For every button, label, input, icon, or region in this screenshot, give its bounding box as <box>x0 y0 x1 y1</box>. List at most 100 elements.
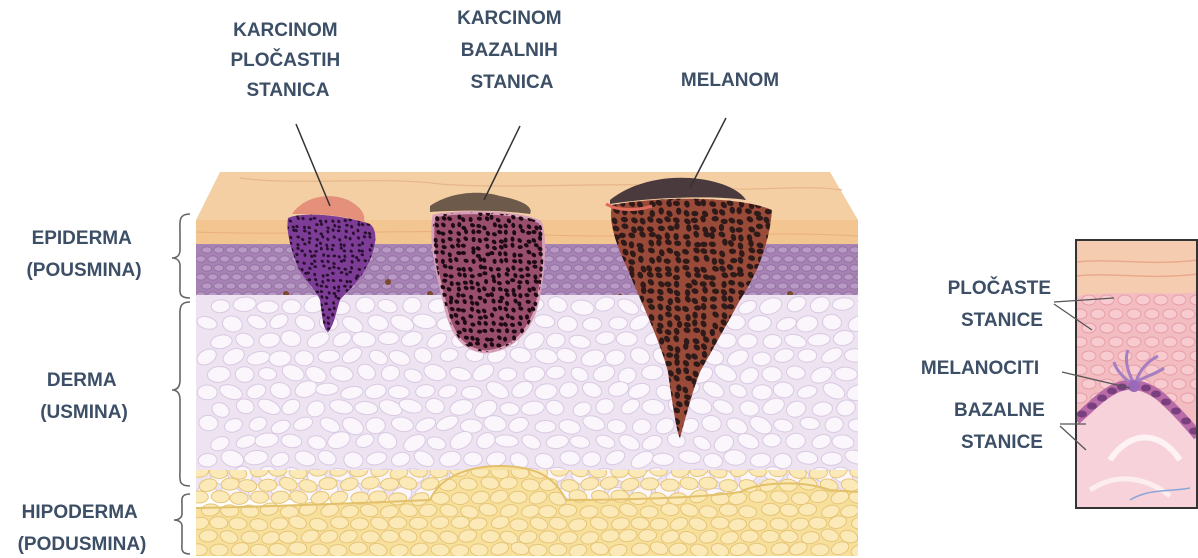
dermis-cell <box>762 433 781 447</box>
epidermis-cell <box>604 274 614 280</box>
inset-squamous-cell <box>1091 337 1105 347</box>
label-epidermis: EPIDERMA (POUSMINA) <box>26 228 141 281</box>
dermis-cell <box>464 452 483 466</box>
epidermis-cell <box>244 274 254 280</box>
inset-squamous-cell <box>1181 365 1195 375</box>
epidermis-cell <box>814 247 824 253</box>
epidermis-cell <box>394 283 404 289</box>
epidermis-cell <box>238 247 248 253</box>
inset-cell-detail <box>1073 240 1198 508</box>
epidermis-cell <box>220 256 230 262</box>
inset-basal-cell <box>1161 399 1171 406</box>
inset-squamous-cell <box>1181 393 1195 403</box>
inset-squamous-cell <box>1091 309 1105 319</box>
epidermis-cell <box>274 283 284 289</box>
dermis-cell <box>355 297 375 314</box>
fat-cell <box>549 544 567 556</box>
epidermis-cell <box>256 256 266 262</box>
epidermis-cell <box>826 265 836 271</box>
epidermis-cell <box>850 265 860 271</box>
epidermis-cell <box>784 256 794 262</box>
epidermis-cell <box>856 256 866 262</box>
inset-squamous-cell <box>1163 365 1177 375</box>
epidermis-cell <box>250 265 260 271</box>
epidermis-cell <box>226 247 236 253</box>
epidermis-cell <box>220 274 230 280</box>
melanoma-tumor-cell <box>721 281 726 288</box>
label-melanoma: MELANOM <box>681 70 779 91</box>
epidermis-cell <box>772 256 782 262</box>
epidermis-cell <box>826 247 836 253</box>
fat-cell <box>719 479 737 491</box>
epidermis-cell <box>238 265 248 271</box>
epidermis-cell <box>562 265 572 271</box>
epidermis-cell <box>586 265 596 271</box>
epidermis-cell <box>754 283 764 289</box>
dermis-cell <box>535 420 556 433</box>
fat-cell <box>791 492 809 505</box>
fat-cell <box>529 544 547 557</box>
dermis-cell <box>798 349 817 363</box>
epidermis-cell <box>814 283 824 289</box>
dermis-cell <box>378 332 399 345</box>
epidermis-cell <box>808 274 818 280</box>
label-squamous-cells: PLOČASTE STANICE <box>948 277 1057 331</box>
dermis-cell <box>211 299 230 313</box>
epidermis-cell <box>382 247 392 253</box>
epidermis-cell <box>598 247 608 253</box>
epidermis-cell <box>766 247 776 253</box>
epidermis-cell <box>406 247 416 253</box>
epidermis-cell <box>214 247 224 253</box>
epidermis-cell <box>586 247 596 253</box>
epidermis-cell <box>400 274 410 280</box>
epidermis-cell <box>418 265 428 271</box>
epidermis-cell <box>424 256 434 262</box>
epidermis-cell <box>760 274 770 280</box>
inset-basal-cell <box>1171 408 1181 415</box>
inset-squamous-cell <box>1163 337 1177 347</box>
epidermis-cell <box>592 256 602 262</box>
melanoma-tumor-cell <box>649 232 656 237</box>
epidermis-cell <box>814 265 824 271</box>
fat-cell <box>329 545 347 557</box>
epidermis-cell <box>274 265 284 271</box>
epidermis-cell <box>598 265 608 271</box>
epidermis-cell <box>358 283 368 289</box>
fat-cell <box>539 531 557 543</box>
inset-basal-cell <box>1141 385 1151 392</box>
epidermis-cell <box>370 283 380 289</box>
epidermis-cell <box>214 265 224 271</box>
epidermis-cell <box>574 247 584 253</box>
epidermis-cell <box>256 274 266 280</box>
epidermis-cell <box>850 283 860 289</box>
inset-squamous-cell <box>1163 309 1177 319</box>
epidermis-cell <box>808 256 818 262</box>
epidermis-cell <box>550 247 560 253</box>
inset-squamous-cell <box>1127 309 1141 319</box>
label-dermis: DERMA (USMINA) <box>40 370 128 423</box>
epidermis-cell <box>556 274 566 280</box>
epidermis-cell <box>838 283 848 289</box>
epidermis-cell <box>412 256 422 262</box>
epidermis-cell <box>550 265 560 271</box>
epidermis-cell <box>406 265 416 271</box>
epidermis-cell <box>226 283 236 289</box>
inset-squamous-cell <box>1091 365 1105 375</box>
inset-squamous-cell <box>1100 323 1114 333</box>
epidermis-cell <box>784 274 794 280</box>
fat-cell <box>250 491 269 504</box>
dermis-cell <box>773 453 792 469</box>
epidermis-cell <box>802 265 812 271</box>
dermis-cell <box>844 349 866 363</box>
epidermis-cell <box>394 265 404 271</box>
fat-cell <box>451 516 469 529</box>
epidermis-cell <box>778 283 788 289</box>
epidermis-cell <box>580 256 590 262</box>
fat-cell <box>330 516 348 529</box>
inset-basal-cell <box>1151 391 1161 398</box>
epidermis-cell <box>820 274 830 280</box>
bracket-hypodermis <box>174 494 190 554</box>
epidermis-cell <box>238 283 248 289</box>
fat-cell <box>640 506 659 519</box>
epidermis-cell <box>262 265 272 271</box>
